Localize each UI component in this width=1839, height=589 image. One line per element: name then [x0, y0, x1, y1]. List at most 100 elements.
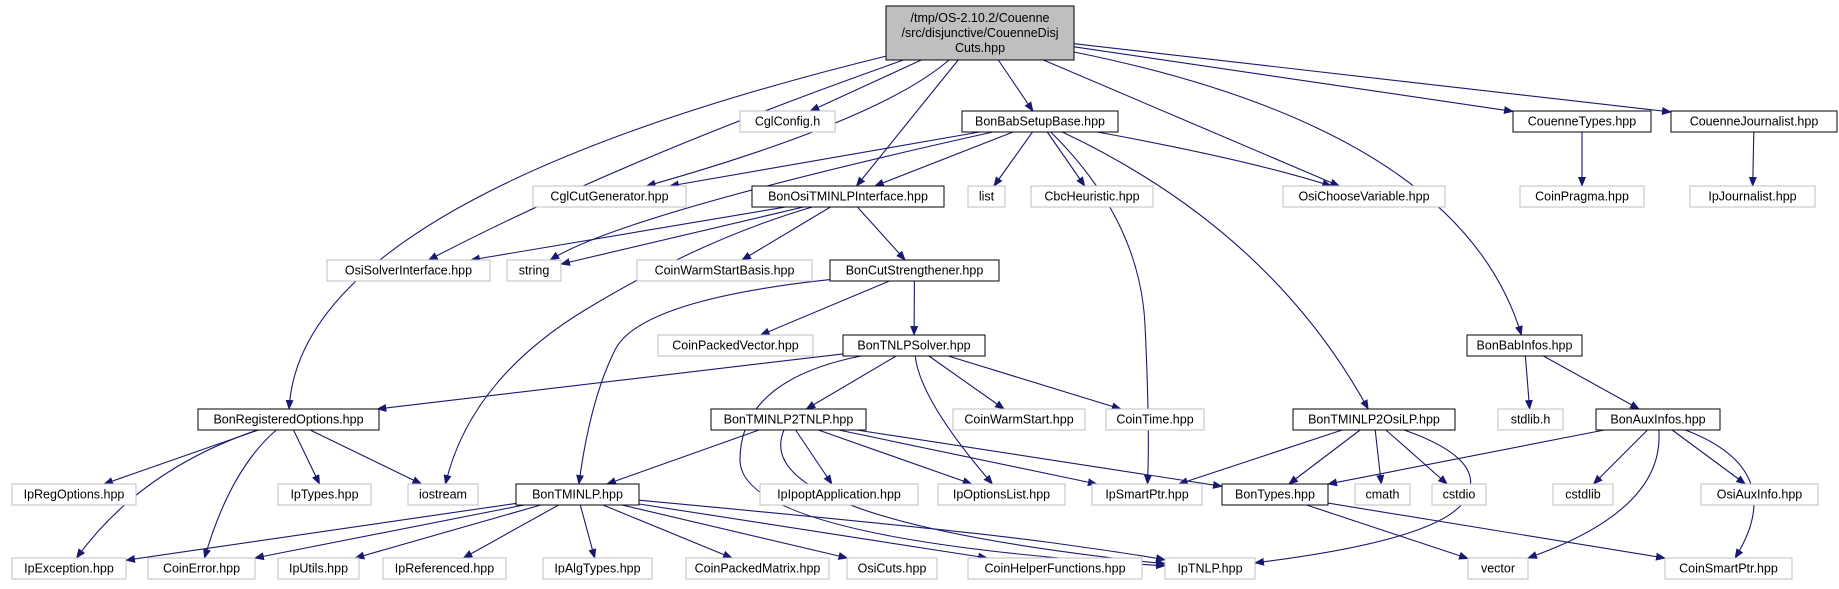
node-CoinWarmStart[interactable]: CoinWarmStart.hpp: [952, 408, 1086, 431]
edge-BonBabInfos-to-BonAuxInfos: [1543, 355, 1640, 410]
node-CoinTime[interactable]: CoinTime.hpp: [1105, 408, 1205, 431]
node-BonBabSetupBase[interactable]: BonBabSetupBase.hpp: [961, 110, 1119, 133]
node-box: [636, 259, 813, 282]
node-label: BonAuxInfos.hpp: [1610, 413, 1705, 427]
node-label: IpOptionsList.hpp: [953, 488, 1050, 502]
edge-BonBabSetupBase-to-list: [993, 131, 1033, 187]
node-box: [326, 259, 491, 282]
node-CoinPackedVector[interactable]: CoinPackedVector.hpp: [657, 334, 814, 357]
node-label: CoinWarmStartBasis.hpp: [655, 264, 795, 278]
node-box: [382, 557, 507, 580]
node-OsiChooseVariable[interactable]: OsiChooseVariable.hpp: [1282, 185, 1446, 208]
node-label: vector: [1481, 562, 1515, 576]
node-IpTNLP[interactable]: IpTNLP.hpp: [1164, 557, 1256, 580]
node-box: [1221, 483, 1329, 506]
node-IpTypes[interactable]: IpTypes.hpp: [277, 483, 372, 506]
node-vector[interactable]: vector: [1467, 557, 1529, 580]
edge-BonAuxInfos-to-cstdlib: [1592, 429, 1648, 485]
node-list[interactable]: list: [967, 185, 1006, 208]
node-CoinError[interactable]: CoinError.hpp: [147, 557, 256, 580]
node-CoinSmartPtr[interactable]: CoinSmartPtr.hpp: [1664, 557, 1793, 580]
edge-BonTMINLP2OsiLP-to-BonTypes: [1288, 429, 1361, 485]
edge-BonTMINLP2TNLP-to-IpTNLP: [780, 429, 1166, 567]
edge-BonTMINLP-to-IpAlgTypes: [579, 504, 597, 559]
node-box: [532, 185, 687, 208]
node-box: [277, 557, 360, 580]
node-IpIpoptApplication[interactable]: IpIpoptApplication.hpp: [759, 483, 919, 506]
edge-BonCutStrengthener-to-BonTMINLP: [576, 279, 831, 485]
edge-root-to-BonRegisteredOptions: [285, 55, 887, 410]
node-box: [657, 334, 814, 357]
node-CouenneTypes[interactable]: CouenneTypes.hpp: [1512, 110, 1652, 133]
node-BonOsiTMINLPInterface[interactable]: BonOsiTMINLPInterface.hpp: [751, 185, 945, 208]
node-label: stdlib.h: [1511, 413, 1551, 427]
node-stdlib[interactable]: stdlib.h: [1497, 408, 1564, 431]
node-box: [1552, 483, 1614, 506]
node-box: [1497, 408, 1564, 431]
node-BonTNLPSolver[interactable]: BonTNLPSolver.hpp: [842, 334, 986, 357]
node-box: [1670, 110, 1838, 133]
node-BonTMINLP2TNLP[interactable]: BonTMINLP2TNLP.hpp: [710, 408, 867, 431]
edge-BonOsiTMINLPInterface-to-string: [560, 206, 804, 266]
node-label: CoinWarmStart.hpp: [964, 413, 1073, 427]
node-CbcHeuristic[interactable]: CbcHeuristic.hpp: [1030, 185, 1154, 208]
edge-BonAuxInfos-to-vector: [1527, 429, 1660, 559]
node-label: IpSmartPtr.hpp: [1105, 488, 1188, 502]
node-box: [1700, 483, 1819, 506]
node-IpRegOptions[interactable]: IpRegOptions.hpp: [11, 483, 137, 506]
node-CouenneJournalist[interactable]: CouenneJournalist.hpp: [1670, 110, 1838, 133]
node-label: IpException.hpp: [24, 562, 114, 576]
edge-root-to-OsiChooseVariable: [1043, 59, 1341, 187]
node-BonRegisteredOptions[interactable]: BonRegisteredOptions.hpp: [197, 408, 380, 431]
node-OsiCuts[interactable]: OsiCuts.hpp: [846, 557, 938, 580]
node-OsiSolverInterface[interactable]: OsiSolverInterface.hpp: [326, 259, 491, 282]
node-box: [1354, 483, 1411, 506]
edge-BonBabSetupBase-to-CbcHeuristic: [1046, 131, 1086, 187]
node-IpException[interactable]: IpException.hpp: [11, 557, 127, 580]
node-label: IpTNLP.hpp: [1177, 562, 1242, 576]
node-cmath[interactable]: cmath: [1354, 483, 1411, 506]
node-label: IpJournalist.hpp: [1708, 190, 1796, 204]
node-box: [1689, 185, 1816, 208]
node-cstdlib[interactable]: cstdlib: [1552, 483, 1614, 506]
node-CoinHelperFunctions[interactable]: CoinHelperFunctions.hpp: [967, 557, 1143, 580]
node-CoinPragma[interactable]: CoinPragma.hpp: [1519, 185, 1645, 208]
edge-BonTMINLP2OsiLP-to-cmath: [1374, 429, 1385, 485]
node-IpSmartPtr[interactable]: IpSmartPtr.hpp: [1091, 483, 1203, 506]
node-IpReferenced[interactable]: IpReferenced.hpp: [382, 557, 507, 580]
node-box: [1105, 408, 1205, 431]
node-OsiAuxInfo[interactable]: OsiAuxInfo.hpp: [1700, 483, 1819, 506]
node-box: [1664, 557, 1793, 580]
node-CoinPackedMatrix[interactable]: CoinPackedMatrix.hpp: [685, 557, 830, 580]
node-IpUtils[interactable]: IpUtils.hpp: [277, 557, 360, 580]
node-BonCutStrengthener[interactable]: BonCutStrengthener.hpp: [829, 259, 1000, 282]
node-string[interactable]: string: [506, 259, 562, 282]
node-IpOptionsList[interactable]: IpOptionsList.hpp: [937, 483, 1066, 506]
node-label: BonBabInfos.hpp: [1477, 339, 1573, 353]
edge-BonTypes-to-vector: [1306, 504, 1469, 560]
node-label: CouenneTypes.hpp: [1528, 115, 1636, 129]
node-CoinWarmStartBasis[interactable]: CoinWarmStartBasis.hpp: [636, 259, 813, 282]
nodes-layer: /tmp/OS-2.10.2/Couenne/src/disjunctive/C…: [11, 5, 1838, 580]
node-box: [685, 557, 830, 580]
node-box: [1519, 185, 1645, 208]
node-IpAlgTypes[interactable]: IpAlgTypes.hpp: [542, 557, 653, 580]
node-IpJournalist[interactable]: IpJournalist.hpp: [1689, 185, 1816, 208]
node-BonAuxInfos[interactable]: BonAuxInfos.hpp: [1595, 408, 1721, 431]
node-BonTypes[interactable]: BonTypes.hpp: [1221, 483, 1329, 506]
node-root[interactable]: /tmp/OS-2.10.2/Couenne/src/disjunctive/C…: [885, 5, 1075, 61]
node-box: [277, 483, 372, 506]
edge-BonTMINLP-to-OsiCuts: [621, 504, 849, 560]
node-iostream[interactable]: iostream: [407, 483, 479, 506]
node-BonBabInfos[interactable]: BonBabInfos.hpp: [1466, 334, 1583, 357]
node-box: [147, 557, 256, 580]
edge-root-to-CglConfig: [809, 59, 922, 112]
node-CglCutGenerator[interactable]: CglCutGenerator.hpp: [532, 185, 687, 208]
node-BonTMINLP2OsiLP[interactable]: BonTMINLP2OsiLP.hpp: [1292, 408, 1456, 431]
node-box: [1466, 334, 1583, 357]
node-cstdio[interactable]: cstdio: [1431, 483, 1487, 506]
node-CglConfig[interactable]: CglConfig.h: [739, 110, 836, 133]
node-label: BonOsiTMINLPInterface.hpp: [768, 190, 928, 204]
node-BonTMINLP[interactable]: BonTMINLP.hpp: [515, 483, 640, 506]
node-box: [829, 259, 1000, 282]
